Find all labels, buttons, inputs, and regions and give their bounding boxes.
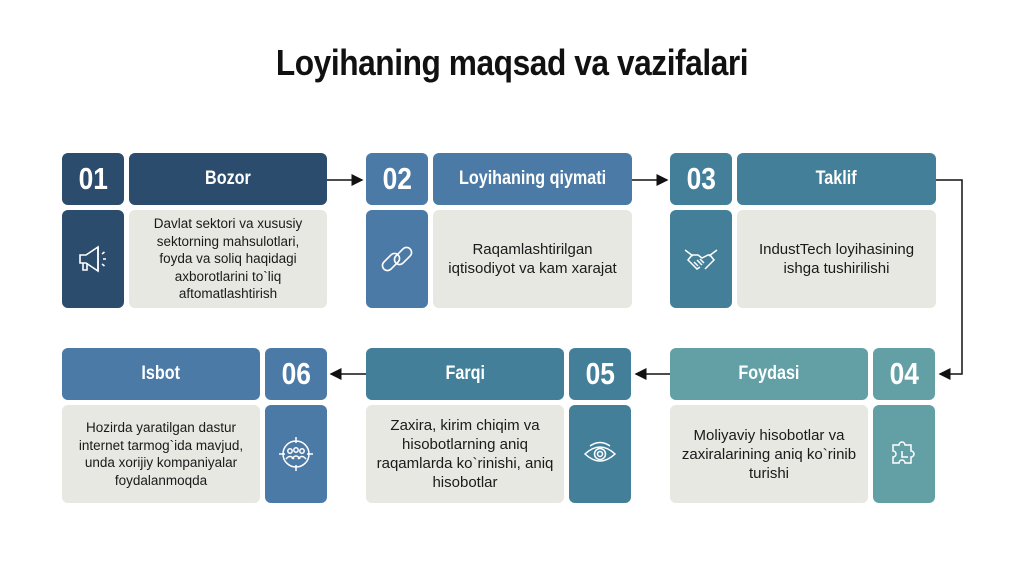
step-icon-tile (265, 405, 327, 503)
step-icon-tile (670, 210, 732, 308)
chain-link-icon (381, 246, 413, 272)
target-audience-icon (279, 437, 313, 471)
step-heading: Isbot (62, 348, 260, 400)
step-description: Moliyaviy hisobotlar va zaxiralarining a… (670, 405, 868, 503)
step-heading: Farqi (366, 348, 564, 400)
step-description: Raqamlashtirilgan iqtisodiyot va kam xar… (433, 210, 632, 308)
step-description: Hozirda yaratilgan dastur internet tarmo… (62, 405, 260, 503)
step-description: Zaxira, kirim chiqim va hisobotlarning a… (366, 405, 564, 503)
step-number: 05 (569, 348, 631, 400)
step-number: 01 (62, 153, 124, 205)
step-description: Davlat sektori va xususiy sektorning mah… (129, 210, 327, 308)
eye-icon (583, 441, 617, 462)
step-icon-tile (873, 405, 935, 503)
step-heading: Loyihaning qiymati (433, 153, 632, 205)
step-number: 04 (873, 348, 935, 400)
megaphone-icon (79, 245, 106, 273)
step-icon-tile (62, 210, 124, 308)
step-icon-tile (366, 210, 428, 308)
step-number: 03 (670, 153, 732, 205)
step-number: 02 (366, 153, 428, 205)
step-number: 06 (265, 348, 327, 400)
step-heading: Foydasi (670, 348, 868, 400)
step-description: IndustTech loyihasining ishga tushirilis… (737, 210, 936, 308)
handshake-icon (684, 249, 718, 270)
step-icon-tile (569, 405, 631, 503)
step-heading: Taklif (737, 153, 936, 205)
puzzle-icon (892, 441, 915, 464)
step-heading: Bozor (129, 153, 327, 205)
page-title: Loyihaning maqsad va vazifalari (275, 42, 749, 83)
